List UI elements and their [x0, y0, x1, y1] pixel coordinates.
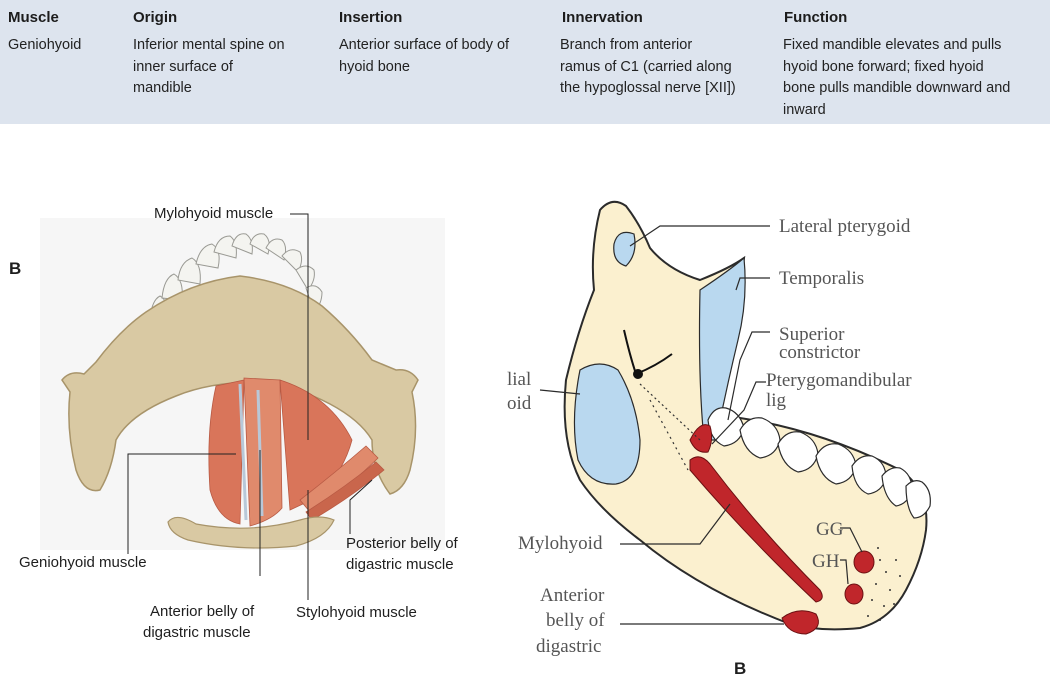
- label-pterygomandibular-1: Pterygomandibular: [766, 370, 912, 391]
- label-lateral-pterygoid: Lateral pterygoid: [779, 216, 911, 237]
- label-posterior-belly-digastric-1: Posterior belly of: [346, 535, 458, 552]
- left-leader-lines: [127, 213, 373, 600]
- insertion-line: Anterior surface of body of: [339, 37, 510, 53]
- foramen-dot: [633, 369, 643, 379]
- label-posterior-belly-digastric-2: digastric muscle: [346, 556, 454, 573]
- function-line: bone pulls mandible downward and: [783, 80, 1011, 96]
- cell-function: Fixed mandible elevates and pulls hyoid …: [783, 35, 1010, 121]
- red-attachments: [689, 424, 875, 635]
- muscle-name: Geniohyoid: [8, 37, 82, 53]
- label-anterior-belly-1: Anterior: [540, 585, 605, 606]
- label-medial-pterygoid-2: oid: [507, 393, 532, 414]
- blue-attachments: [573, 231, 746, 485]
- header-innervation: Innervation: [562, 9, 643, 26]
- label-anterior-belly-3: digastric: [536, 636, 602, 657]
- innervation-line: ramus of C1 (carried along: [560, 58, 732, 75]
- label-superior-constrictor-2: constrictor: [779, 342, 861, 363]
- innervation-line: the hypoglossal nerve [XII]): [560, 80, 736, 96]
- lower-teeth: [149, 233, 327, 335]
- cell-origin: Inferior mental spine on inner surface o…: [133, 35, 285, 100]
- header-origin: Origin: [133, 9, 178, 26]
- label-medial-pterygoid-1: lial: [507, 369, 532, 390]
- label-gg: GG: [816, 519, 844, 540]
- cell-innervation: Branch from anterior ramus of C1 (carrie…: [560, 35, 736, 100]
- label-anterior-belly-2: belly of: [546, 610, 605, 631]
- stipple-area: [867, 547, 901, 621]
- function-line: hyoid bone forward; fixed hyoid: [783, 58, 984, 75]
- function-line: Fixed mandible elevates and pulls: [783, 37, 1002, 53]
- label-anterior-belly-digastric-2: digastric muscle: [143, 624, 251, 641]
- right-leader-lines: [539, 225, 863, 625]
- origin-line: mandible: [133, 80, 192, 96]
- label-geniohyoid-muscle: Geniohyoid muscle: [19, 554, 147, 571]
- origin-line: Inferior mental spine on: [133, 37, 285, 53]
- hyoid-bone: [167, 516, 335, 549]
- muscle-table: [0, 0, 1050, 124]
- label-mylohyoid-muscle: Mylohyoid muscle: [154, 205, 274, 222]
- label-superior-constrictor-1: Superior: [779, 324, 845, 345]
- hemimandible-bone: [563, 200, 928, 631]
- mandible-bone: [61, 275, 419, 495]
- label-stylohyoid-muscle: Stylohyoid muscle: [296, 604, 417, 621]
- label-anterior-belly-digastric-1: Anterior belly of: [150, 603, 255, 620]
- header-function: Function: [784, 9, 848, 26]
- molar-teeth: [707, 407, 931, 519]
- cell-insertion: Anterior surface of body of hyoid bone: [339, 35, 509, 78]
- right-panel-letter: B: [734, 659, 747, 678]
- left-panel-letter: B: [9, 259, 22, 278]
- innervation-line: Branch from anterior: [560, 37, 693, 53]
- function-line: inward: [783, 101, 826, 118]
- origin-line: inner surface of: [133, 58, 233, 75]
- label-mylohyoid: Mylohyoid: [518, 533, 603, 554]
- label-gh: GH: [812, 551, 840, 572]
- mylohyoid-groove: [639, 383, 701, 471]
- cell-muscle: Geniohyoid: [8, 35, 81, 57]
- header-insertion: Insertion: [339, 9, 403, 26]
- insertion-line: hyoid bone: [339, 58, 410, 75]
- floor-muscles: [208, 377, 385, 527]
- label-temporalis: Temporalis: [779, 268, 865, 289]
- header-muscle: Muscle: [8, 9, 59, 26]
- label-pterygomandibular-2: lig: [766, 390, 787, 411]
